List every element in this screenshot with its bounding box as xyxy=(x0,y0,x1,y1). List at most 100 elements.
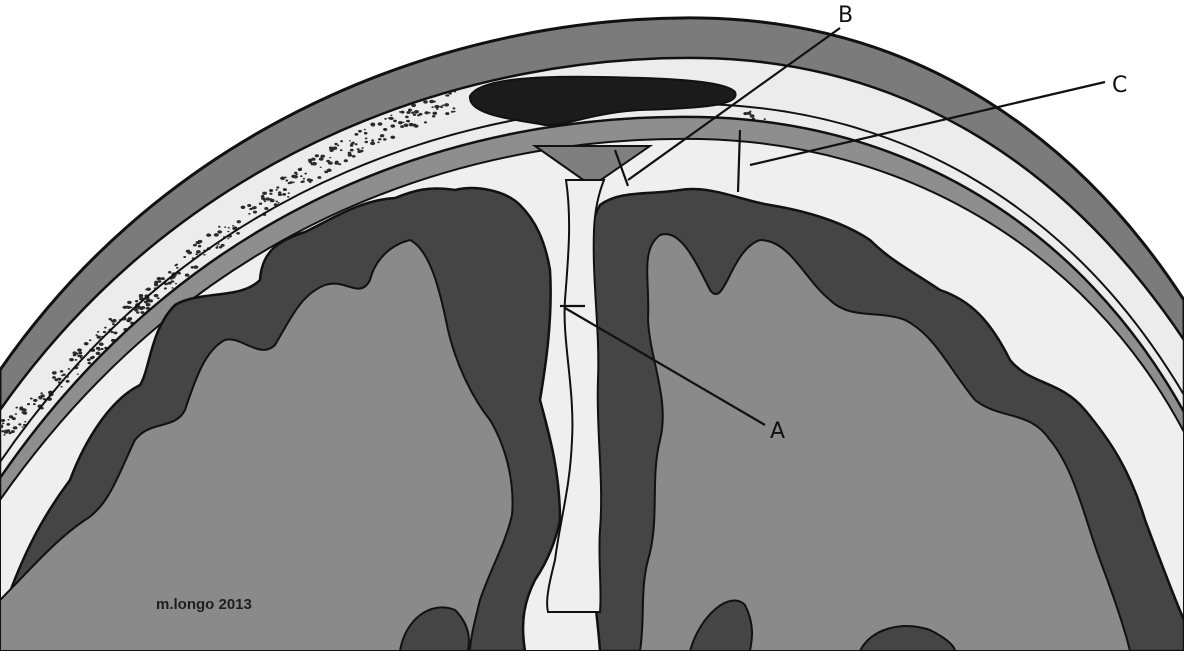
diploe-speckle xyxy=(146,287,151,290)
diploe-speckle xyxy=(329,147,332,149)
diploe-speckle xyxy=(383,138,387,141)
diploe-speckle xyxy=(154,294,159,298)
diploe-speckle xyxy=(431,106,433,108)
diploe-speckle xyxy=(6,429,10,432)
diploe-speckle xyxy=(453,107,456,109)
diploe-speckle xyxy=(340,149,343,151)
diploe-speckle xyxy=(193,244,197,247)
diploe-speckle xyxy=(406,111,410,114)
diploe-speckle xyxy=(280,177,285,181)
diploe-speckle xyxy=(236,232,240,235)
diploe-speckle xyxy=(57,378,61,381)
diploe-speckle xyxy=(380,134,385,137)
diploe-speckle xyxy=(11,430,15,433)
diploe-speckle xyxy=(7,419,9,420)
diploe-speckle xyxy=(78,351,82,354)
diploe-speckle xyxy=(136,311,139,313)
diploe-speckle xyxy=(22,426,24,427)
diploe-speckle xyxy=(319,157,324,160)
diploe-speckle xyxy=(135,300,137,302)
diploe-speckle xyxy=(388,117,391,119)
diploe-speckle xyxy=(171,280,174,282)
diploe-speckle xyxy=(125,306,129,309)
diploe-speckle xyxy=(307,179,310,181)
diploe-speckle xyxy=(191,266,195,269)
diploe-speckle xyxy=(99,342,104,345)
diploe-speckle xyxy=(309,161,312,163)
diploe-speckle xyxy=(276,186,279,188)
diploe-speckle xyxy=(113,331,117,334)
diploe-speckle xyxy=(357,148,360,150)
diploe-speckle xyxy=(183,256,186,258)
diploe-speckle xyxy=(327,169,332,173)
diploe-speckle xyxy=(52,376,56,379)
diploe-speckle xyxy=(134,309,138,312)
diploe-speckle xyxy=(9,415,14,418)
diploe-speckle xyxy=(403,122,405,123)
diploe-speckle xyxy=(269,198,273,201)
diploe-speckle xyxy=(69,358,74,361)
diploe-speckle xyxy=(454,91,456,93)
diploe-speckle xyxy=(261,197,265,200)
diploe-speckle xyxy=(22,408,27,412)
diploe-speckle xyxy=(195,253,198,255)
diploe-speckle xyxy=(77,373,79,374)
label-b: B xyxy=(838,3,853,28)
diploe-speckle xyxy=(743,112,747,115)
diploe-speckle xyxy=(354,133,358,136)
diploe-speckle xyxy=(52,371,57,375)
diploe-speckle xyxy=(355,143,358,145)
label-a: A xyxy=(770,419,785,444)
diploe-speckle xyxy=(2,423,4,425)
diploe-speckle xyxy=(285,179,288,181)
diploe-speckle xyxy=(293,175,298,178)
diploe-speckle xyxy=(371,124,375,127)
diploe-speckle xyxy=(352,155,356,158)
diploe-speckle xyxy=(269,189,273,192)
diploe-speckle xyxy=(277,202,279,204)
diploe-speckle xyxy=(264,207,268,210)
diploe-speckle xyxy=(66,380,70,383)
diploe-speckle xyxy=(288,192,290,194)
diploe-speckle xyxy=(247,204,251,207)
diploe-speckle xyxy=(3,434,5,436)
diploe-speckle xyxy=(429,100,434,104)
diploe-speckle xyxy=(33,399,37,402)
diploe-speckle xyxy=(175,283,177,285)
diploe-speckle xyxy=(423,100,428,103)
diploe-speckle xyxy=(334,162,338,165)
diploe-speckle xyxy=(15,413,17,415)
diploe-speckle xyxy=(364,132,368,135)
diploe-speckle xyxy=(24,421,26,423)
diploe-speckle xyxy=(139,294,143,297)
diploe-speckle xyxy=(68,368,71,370)
diploe-speckle xyxy=(87,358,91,361)
label-c: C xyxy=(1112,73,1127,98)
diploe-speckle xyxy=(6,423,10,426)
diploe-speckle xyxy=(103,331,106,333)
diploe-speckle xyxy=(275,201,277,203)
diploe-speckle xyxy=(304,173,307,175)
diploe-speckle xyxy=(84,342,89,345)
diploe-speckle xyxy=(436,108,439,110)
diploe-speckle xyxy=(405,116,409,119)
diploe-speckle xyxy=(60,370,63,372)
diploe-speckle xyxy=(227,238,229,240)
diploe-speckle xyxy=(203,254,205,256)
diploe-speckle xyxy=(77,348,82,351)
diploe-speckle xyxy=(30,398,33,400)
diploe-speckle xyxy=(259,203,262,205)
diploe-speckle xyxy=(13,426,18,429)
diploe-speckle xyxy=(377,141,380,143)
diploe-speckle xyxy=(186,250,190,253)
diploe-speckle xyxy=(1,430,4,432)
diploe-speckle xyxy=(317,176,321,179)
diploe-speckle xyxy=(157,277,162,280)
diploe-speckle xyxy=(168,271,172,274)
diploe-speckle xyxy=(400,125,404,128)
diploe-speckle xyxy=(326,160,330,163)
diploe-speckle xyxy=(1,419,5,422)
diploe-speckle xyxy=(90,356,94,359)
diploe-speckle xyxy=(233,226,237,229)
diploe-speckle xyxy=(101,348,104,350)
